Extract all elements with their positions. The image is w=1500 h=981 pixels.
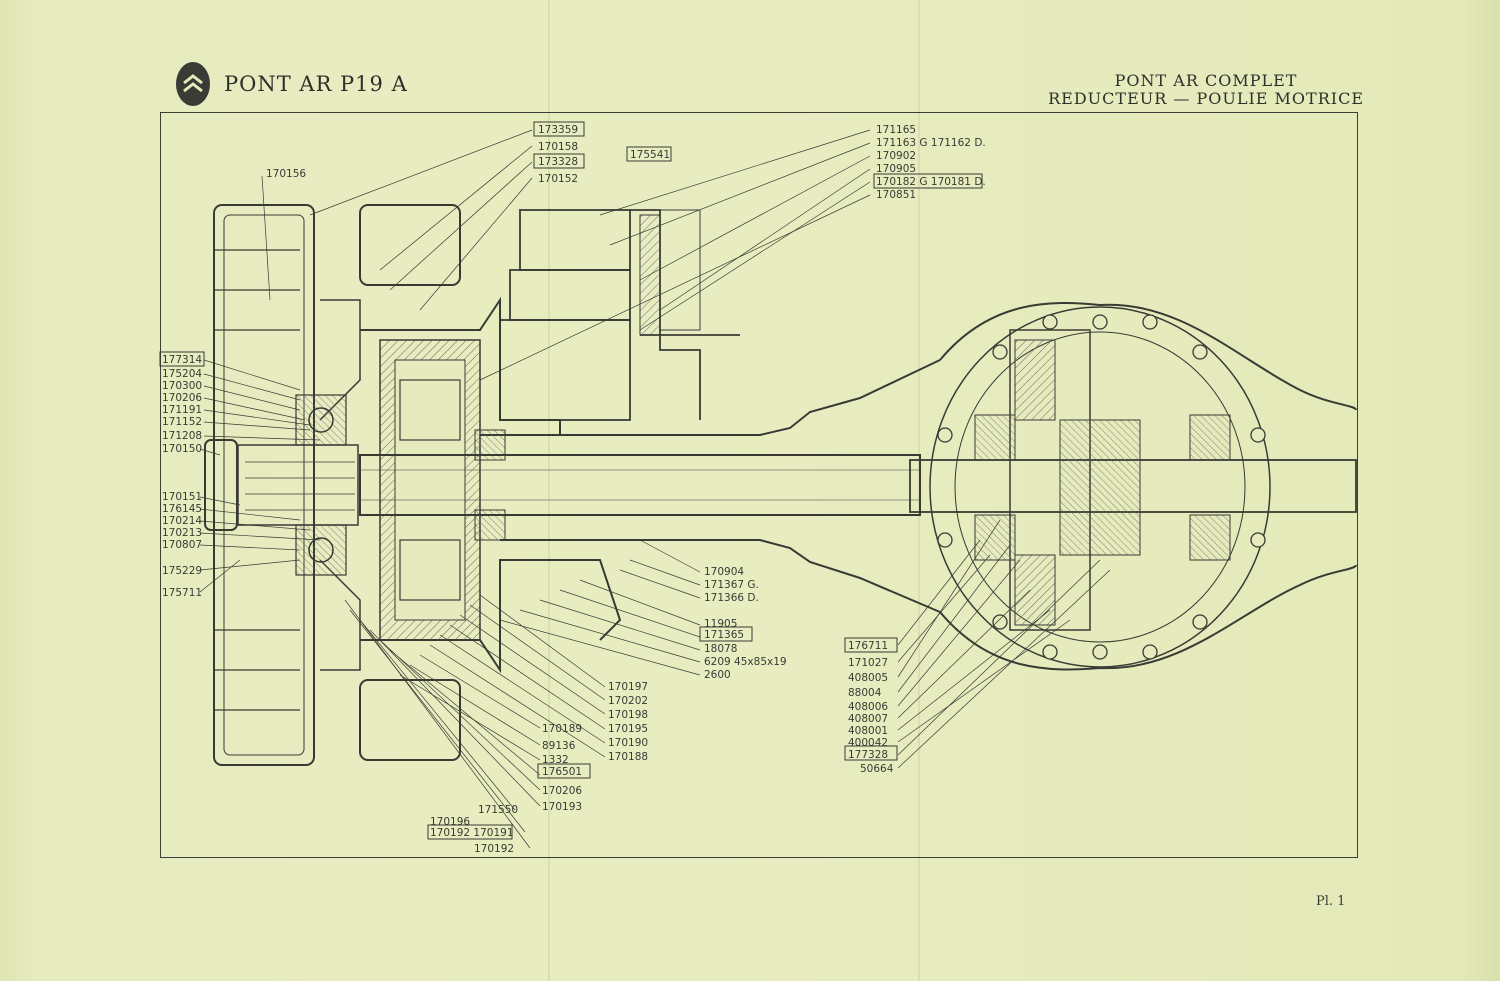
part-label: 170904	[704, 566, 744, 578]
leader-lines	[199, 129, 1111, 849]
part-label: 170150	[162, 443, 202, 455]
upper-gear-stack	[499, 209, 740, 421]
part-label: 171191	[162, 404, 202, 416]
part-label: 170214	[162, 515, 202, 527]
part-label: 170851	[876, 189, 916, 201]
part-label: 170197	[608, 681, 648, 693]
reducer-housing	[295, 296, 622, 674]
part-number-labels: 170156 173359 170158 173328 170152 17554…	[162, 124, 986, 855]
part-label: 171027	[848, 657, 888, 669]
part-label: 177328	[848, 749, 888, 761]
plate-number: Pl. 1	[1316, 894, 1346, 909]
fold-line	[548, 0, 550, 981]
part-label: 2600	[704, 669, 731, 681]
part-label: 176501	[542, 766, 582, 778]
subtitle-line-1: PONT AR COMPLET	[1114, 71, 1298, 90]
part-label: 171152	[162, 416, 202, 428]
part-label: 173359	[538, 124, 578, 136]
part-label: 408006	[848, 701, 888, 713]
part-label: 400042	[848, 737, 888, 749]
part-label: 173328	[538, 156, 578, 168]
part-label: 175541	[630, 149, 670, 161]
part-label: 177314	[162, 354, 202, 366]
part-label: 170156	[266, 168, 306, 180]
part-label: 170902	[876, 150, 916, 162]
part-label: 50664	[860, 763, 894, 775]
part-label: 408007	[848, 713, 888, 725]
part-label: 170192	[474, 843, 514, 855]
part-label: 170202	[608, 695, 648, 707]
part-label: 18078	[704, 643, 737, 655]
part-label: 170189	[542, 723, 582, 735]
drive-pulley	[204, 204, 359, 766]
part-label: 171365	[704, 629, 744, 641]
part-label: 175711	[162, 587, 202, 599]
drive-shaft	[359, 359, 941, 613]
part-label: 170193	[542, 801, 582, 813]
part-label: 170158	[538, 141, 578, 153]
part-label: 88004	[848, 687, 882, 699]
part-label: 170195	[608, 723, 648, 735]
part-label: 170198	[608, 709, 648, 721]
part-label: 170300	[162, 380, 202, 392]
part-label: 171366 D.	[704, 592, 759, 604]
part-label: 171550	[478, 804, 518, 816]
part-label: 170807	[162, 539, 202, 551]
differential-housing	[909, 302, 1357, 671]
part-label: 170206	[162, 392, 202, 404]
part-label: 1332	[542, 754, 569, 766]
part-label: 170188	[608, 751, 648, 763]
part-label: 408001	[848, 725, 888, 737]
subtitle-line-2: REDUCTEUR — POULIE MOTRICE	[1048, 89, 1364, 108]
part-label: 171163 G 171162 D.	[876, 137, 986, 149]
part-label: 170206	[542, 785, 582, 797]
header-right: PONT AR COMPLET REDUCTEUR — POULIE MOTRI…	[1048, 72, 1364, 108]
part-label: 170152	[538, 173, 578, 185]
part-label: 170182 G 170181 D.	[876, 176, 986, 188]
part-label: 171165	[876, 124, 916, 136]
double-chevron-icon	[176, 62, 210, 106]
part-label: 175204	[162, 368, 202, 380]
part-label: 408005	[848, 672, 888, 684]
drawing-frame	[160, 112, 1358, 858]
part-label: 170905	[876, 163, 916, 175]
part-label: 6209 45x85x19	[704, 656, 787, 668]
part-label: 11905	[704, 618, 737, 630]
page-title: PONT AR P19 A	[224, 72, 408, 96]
part-label: 170213	[162, 527, 202, 539]
part-label: 170196	[430, 816, 470, 828]
part-label: 176711	[848, 640, 888, 652]
part-label: 176145	[162, 503, 202, 515]
part-label: 171367 G.	[704, 579, 759, 591]
part-label: 89136	[542, 740, 576, 752]
part-label: 170190	[608, 737, 648, 749]
part-label: 175229	[162, 565, 202, 577]
part-label: 170151	[162, 491, 202, 503]
part-label: 170192 170191	[430, 827, 514, 839]
label-boxes	[159, 121, 983, 840]
part-label: 171208	[162, 430, 202, 442]
header-left: PONT AR P19 A	[176, 62, 408, 106]
